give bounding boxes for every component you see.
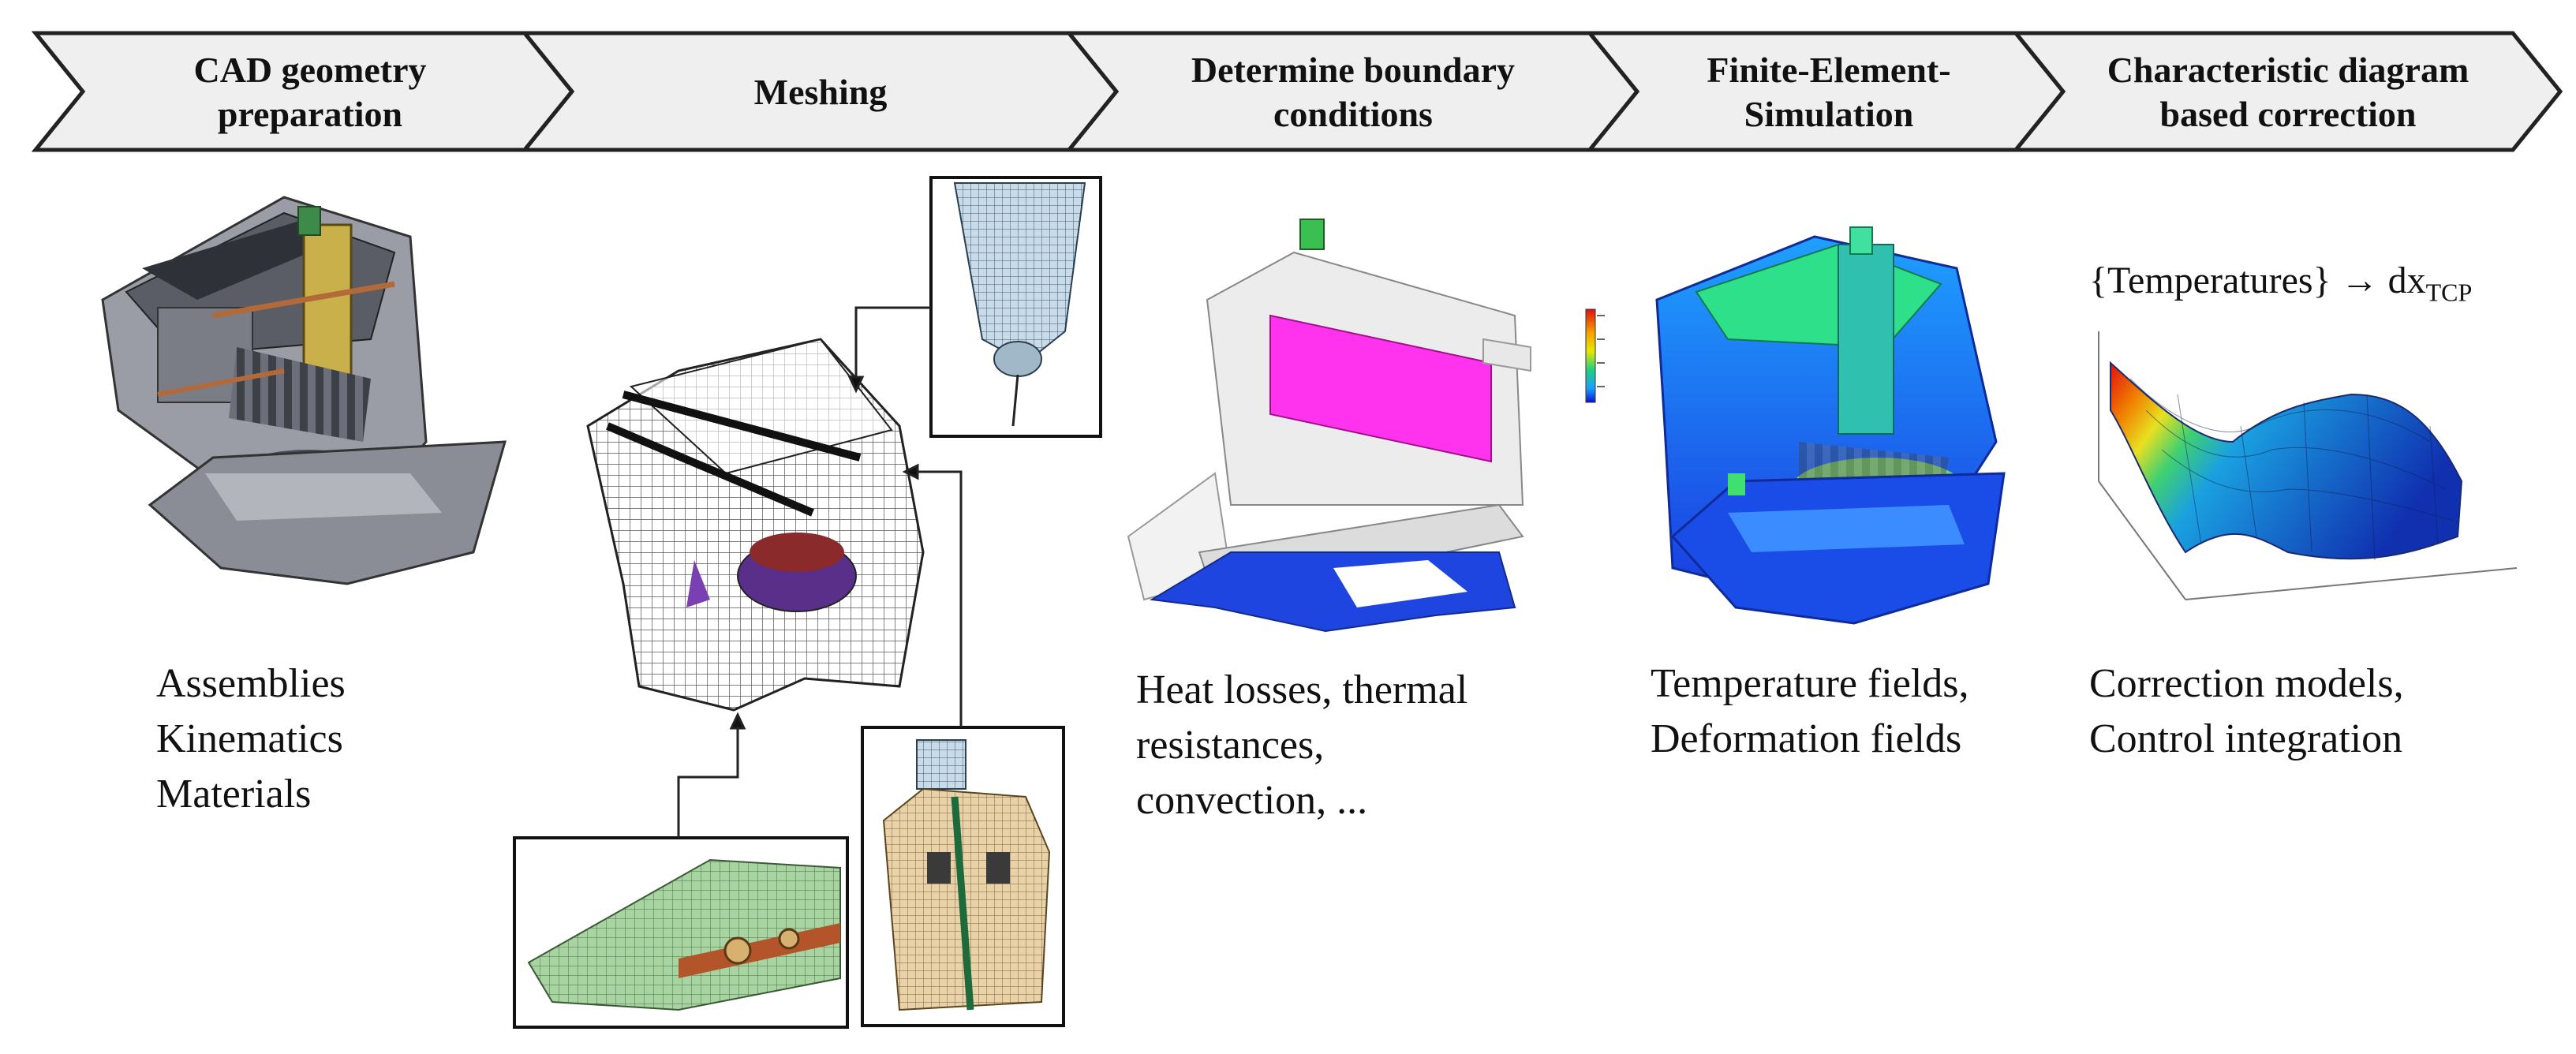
chevron-stage-2: Meshing — [520, 31, 1120, 152]
stage-5-title-line-1: Characteristic diagram — [2107, 50, 2469, 90]
temperature-mapping-formula: {Temperatures} → dxTCP — [2089, 259, 2472, 308]
stage-1-description: Assemblies Kinematics Materials — [156, 656, 346, 822]
stage-3-title-line-1: Determine boundary — [1191, 50, 1515, 90]
stage-4-description-line: Deformation fields — [1651, 716, 1962, 761]
cad-machine-image — [101, 196, 507, 585]
stage-1-description-line: Assemblies — [156, 661, 346, 706]
stage-4-title-line-1: Finite-Element- — [1707, 50, 1950, 90]
stage-5-description-line: Control integration — [2089, 716, 2403, 761]
color-scale-legend — [1585, 308, 1605, 403]
boundary-model-image — [1127, 219, 1531, 633]
stage-5-title-line-2: based correction — [2160, 94, 2417, 134]
stage-4-description-line: Temperature fields, — [1651, 661, 1969, 706]
mesh-machine-image — [586, 338, 925, 712]
mesh-beam-detail-image — [513, 836, 849, 1029]
fe-simulation-image — [1655, 226, 2006, 625]
stage-1-description-line: Materials — [156, 772, 312, 817]
stage-1-description-line: Kinematics — [156, 716, 343, 761]
stage-1-title-line-2: preparation — [218, 94, 402, 134]
stage-3-title-line-2: conditions — [1273, 94, 1433, 134]
mesh-spindle-detail-image — [929, 176, 1102, 438]
stage-4-title-line-2: Simulation — [1744, 94, 1914, 134]
formula-text: {Temperatures} → dx — [2089, 260, 2426, 301]
chevron-stage-4: Finite-Element- Simulation — [1585, 31, 2066, 152]
surface-plot-image — [2098, 331, 2518, 600]
stage-4-description: Temperature fields, Deformation fields — [1651, 656, 1969, 767]
chevron-stage-3: Determine boundary conditions — [1064, 31, 1640, 152]
formula-subscript: TCP — [2425, 278, 2473, 307]
chevron-stage-5: Characteristic diagram based correction — [2011, 31, 2563, 152]
stage-5-description: Correction models, Control integration — [2089, 656, 2404, 767]
stage-3-description-line: Heat losses, thermal — [1136, 667, 1468, 712]
stage-5-description-line: Correction models, — [2089, 661, 2404, 706]
stage-1-title-line-1: CAD geometry — [193, 50, 426, 90]
mesh-head-detail-image — [861, 726, 1065, 1027]
mesh-detail-connectors — [677, 306, 963, 838]
stage-3-description: Heat losses, thermal resistances, convec… — [1136, 663, 1467, 828]
stage-3-description-line: convection, ... — [1136, 778, 1368, 823]
stage-2-title-line-1: Meshing — [754, 72, 888, 112]
stage-3-description-line: resistances, — [1136, 723, 1325, 768]
